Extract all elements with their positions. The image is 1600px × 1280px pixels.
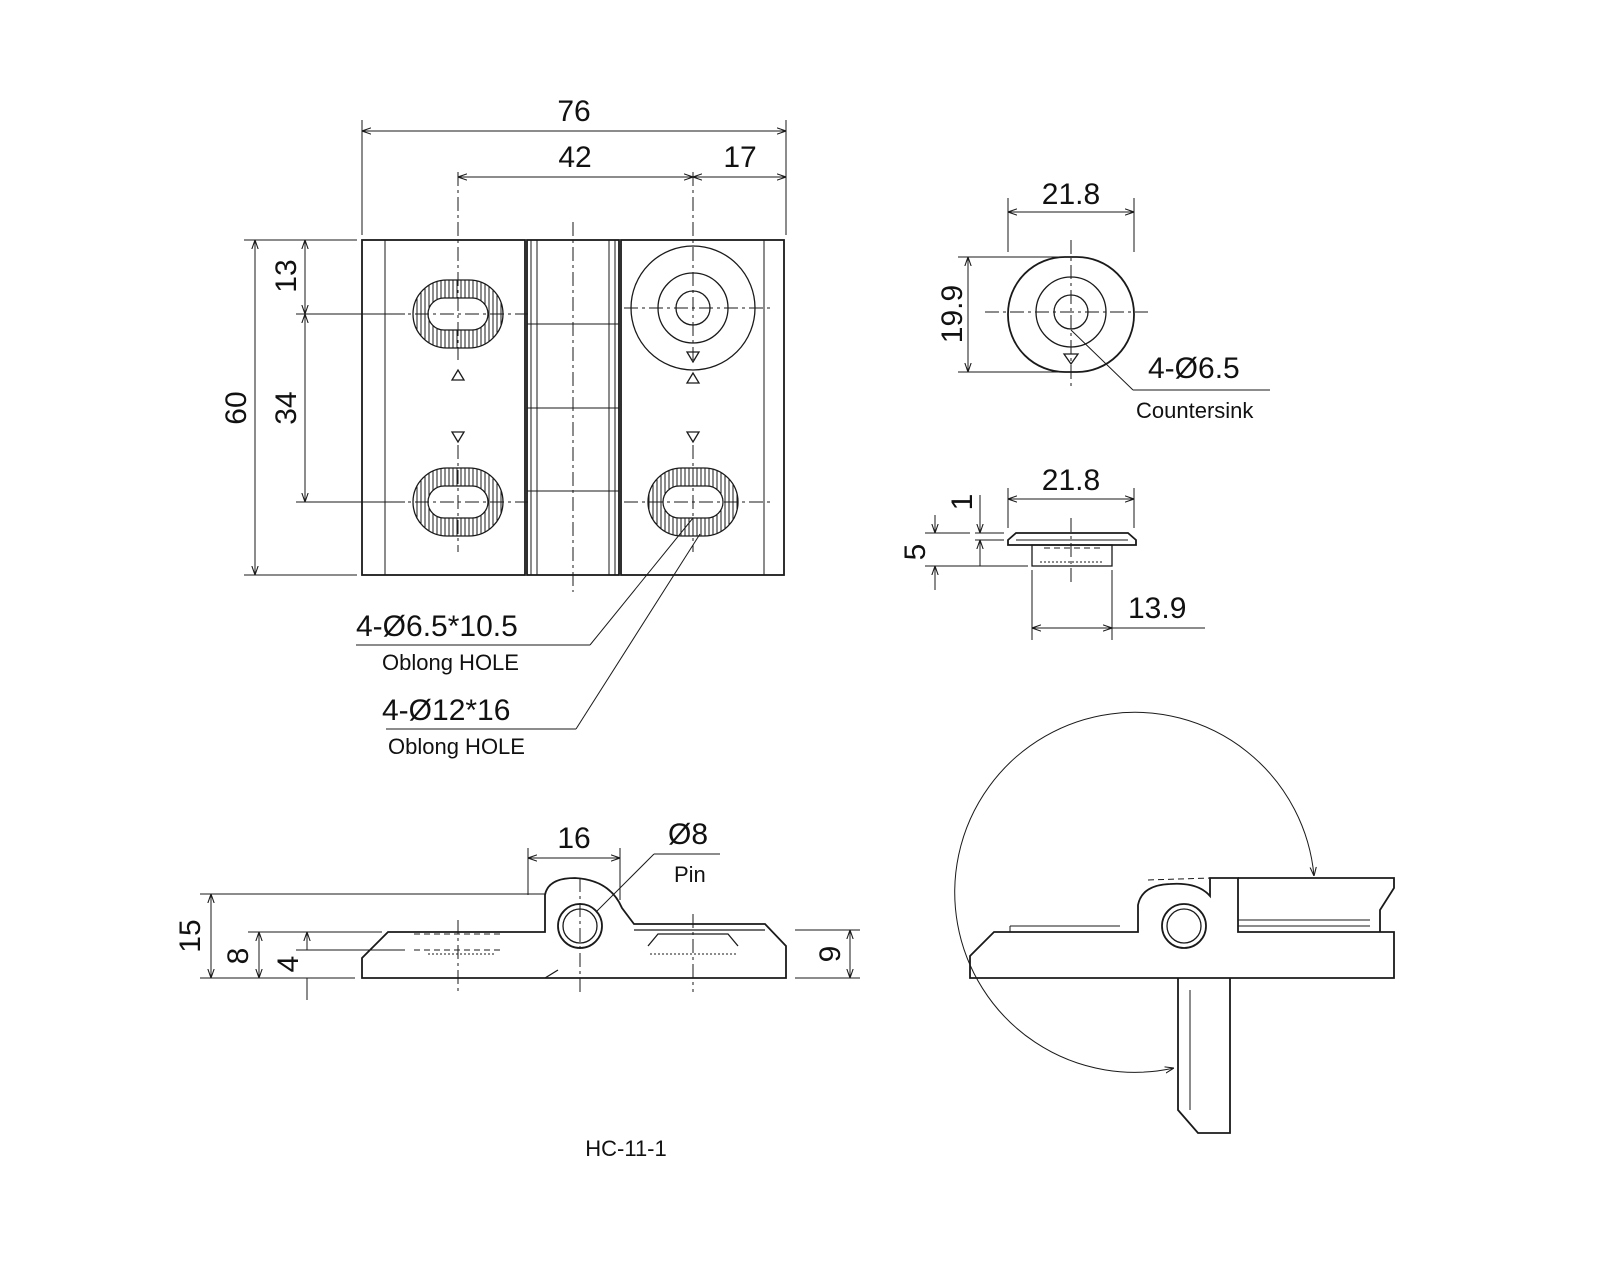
dim-washer-thickness: 5	[899, 544, 932, 561]
callout-countersink: 4-Ø6.5	[1148, 352, 1240, 385]
top-view: 76 42 17 60 13 34 4-Ø6.5*10.5 Oblong HOL…	[220, 95, 787, 759]
washer-side-view: 21.8 1 5 13.9	[899, 464, 1205, 640]
dim-top-offset: 13	[270, 259, 303, 292]
callout-large-hole-desc: Oblong HOLE	[388, 734, 525, 759]
callout-countersink-desc: Countersink	[1136, 398, 1254, 423]
dim-overall-side-height: 15	[174, 919, 207, 952]
dim-plate-thickness: 4	[272, 956, 305, 973]
rotation-view	[954, 711, 1395, 1134]
dim-washer-boss: 13.9	[1128, 592, 1186, 625]
dim-washer-diameter: 21.8	[1042, 178, 1100, 211]
dim-washer-height: 19.9	[936, 285, 969, 343]
dim-washer-flange: 1	[946, 494, 979, 511]
callout-large-hole: 4-Ø12*16	[382, 694, 510, 727]
dim-right-height: 9	[814, 946, 847, 963]
dim-hole-spacing-x: 42	[558, 141, 591, 174]
dim-leaf-height: 8	[222, 948, 255, 965]
callout-pin: Ø8	[668, 818, 708, 851]
washer-top-view: 21.8 19.9 4-Ø6.5 Countersink	[936, 178, 1270, 423]
callout-pin-desc: Pin	[674, 862, 706, 887]
dim-hole-spacing-y: 34	[270, 391, 303, 424]
dim-overall-height: 60	[220, 391, 253, 424]
dim-knuckle-width: 16	[557, 822, 590, 855]
side-view: 16 Ø8 Pin 15 8 4 9	[174, 818, 860, 1000]
part-number: HC-11-1	[585, 1136, 667, 1161]
dim-edge-to-hole: 17	[723, 141, 756, 174]
callout-small-hole: 4-Ø6.5*10.5	[356, 610, 518, 643]
dim-overall-width: 76	[557, 95, 590, 128]
callout-small-hole-desc: Oblong HOLE	[382, 650, 519, 675]
dim-washer-side-diameter: 21.8	[1042, 464, 1100, 497]
